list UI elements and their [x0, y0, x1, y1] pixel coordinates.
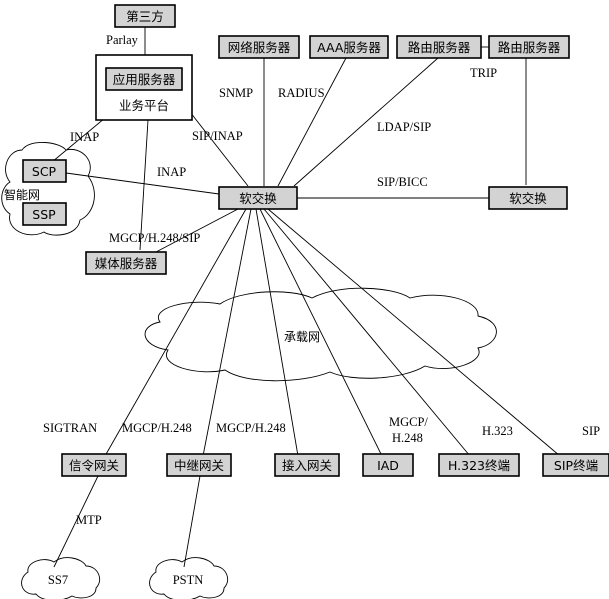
network-server-box: [218, 35, 300, 59]
media-server-label: 媒体服务器: [95, 256, 158, 271]
edge-softswitch-sipterm: [267, 208, 561, 457]
routing-server-2-box: [488, 35, 570, 59]
edge-softswitch-media: [155, 208, 239, 253]
routing-server-2-label: 路由服务器: [498, 40, 561, 55]
sip-terminal-box: [542, 453, 609, 477]
ssp-box: [22, 202, 67, 226]
softswitch-main-label: 软交换: [239, 191, 277, 206]
h323-terminal-label: H.323终端: [448, 458, 510, 473]
edge-softswitch-iad: [259, 208, 383, 457]
edge-platform-softswitch: [189, 111, 249, 187]
ss7-label: SS7: [48, 573, 68, 587]
access-gateway-label: 接入网关: [282, 458, 332, 473]
pstn-label: PSTN: [173, 573, 204, 587]
protocol-mgcp-h248-access: MGCP/H.248: [216, 421, 286, 435]
third-party-box: [114, 4, 176, 28]
iad-box: [362, 453, 414, 477]
ss7-cloud: [21, 557, 100, 599]
edge-scp-softswitch: [65, 172, 220, 195]
protocol-mgcp-iad-line2: H.248: [392, 431, 423, 445]
protocol-parlay: Parlay: [106, 33, 139, 47]
edge-softswitch-siggw: [104, 208, 247, 457]
softswitch-peer-box: [488, 186, 568, 210]
signaling-gateway-box: [61, 453, 127, 477]
protocol-sip: SIP: [582, 424, 600, 438]
scp-box: [22, 159, 67, 183]
protocol-sip-inap: SIP/INAP: [192, 129, 243, 143]
routing-server-1-label: 路由服务器: [408, 40, 471, 55]
scp-label: SCP: [32, 164, 57, 179]
protocol-inap-scp: INAP: [157, 165, 186, 179]
signaling-gateway-label: 信令网关: [69, 458, 119, 473]
network-server-label: 网络服务器: [228, 40, 291, 55]
iad-label: IAD: [377, 458, 399, 473]
ssp-label: SSP: [32, 207, 56, 222]
protocol-mtp: MTP: [76, 513, 102, 527]
edge-platform-media: [139, 119, 149, 251]
pstn-cloud: [149, 557, 228, 599]
edge-trunkgw-pstn: [183, 475, 201, 568]
bearer-network-cloud: [144, 287, 497, 382]
protocol-mgcp-h248-trunk: MGCP/H.248: [122, 421, 192, 435]
protocol-trip: TRIP: [470, 66, 497, 80]
sip-terminal-label: SIP终端: [554, 458, 598, 473]
edge-siggw-ss7: [53, 475, 99, 568]
trunk-gateway-label: 中继网关: [174, 458, 224, 473]
third-party-label: 第三方: [126, 9, 164, 24]
media-server-box: [85, 251, 167, 275]
protocol-h323: H.323: [482, 424, 513, 438]
protocol-snmp: SNMP: [219, 86, 253, 100]
edge-softswitch-trunkgw: [202, 208, 252, 457]
edge-aaa-softswitch: [277, 57, 347, 187]
routing-server-1-box: [396, 35, 482, 59]
edge-platform-scp: [51, 117, 106, 163]
trunk-gateway-box: [166, 453, 232, 477]
protocol-mgcp-iad-line1: MGCP/: [389, 415, 428, 429]
service-platform-label: 业务平台: [119, 98, 169, 113]
access-gateway-box: [274, 453, 340, 477]
protocol-sigtran: SIGTRAN: [43, 421, 97, 435]
protocol-sip-bicc: SIP/BICC: [377, 175, 428, 189]
edge-softswitch-accessgw: [255, 208, 299, 457]
edge-routing1-softswitch: [293, 57, 439, 187]
aaa-server-box: [309, 35, 389, 59]
bearer-network-label: 承载网: [284, 330, 320, 344]
protocol-ldap-sip: LDAP/SIP: [377, 120, 431, 134]
protocol-inap-platform: INAP: [70, 130, 99, 144]
softswitch-peer-label: 软交换: [509, 191, 547, 206]
h323-terminal-box: [438, 453, 520, 477]
protocol-radius: RADIUS: [278, 86, 325, 100]
softswitch-main-box: [218, 186, 298, 210]
aaa-server-label: AAA服务器: [317, 40, 381, 55]
app-server-label: 应用服务器: [113, 72, 176, 87]
protocol-mgcp-h248-sip: MGCP/H.248/SIP: [109, 231, 200, 245]
app-server-box: [105, 67, 183, 91]
edge-softswitch-h323: [263, 208, 471, 457]
intelligent-network-label: 智能网: [4, 187, 40, 202]
